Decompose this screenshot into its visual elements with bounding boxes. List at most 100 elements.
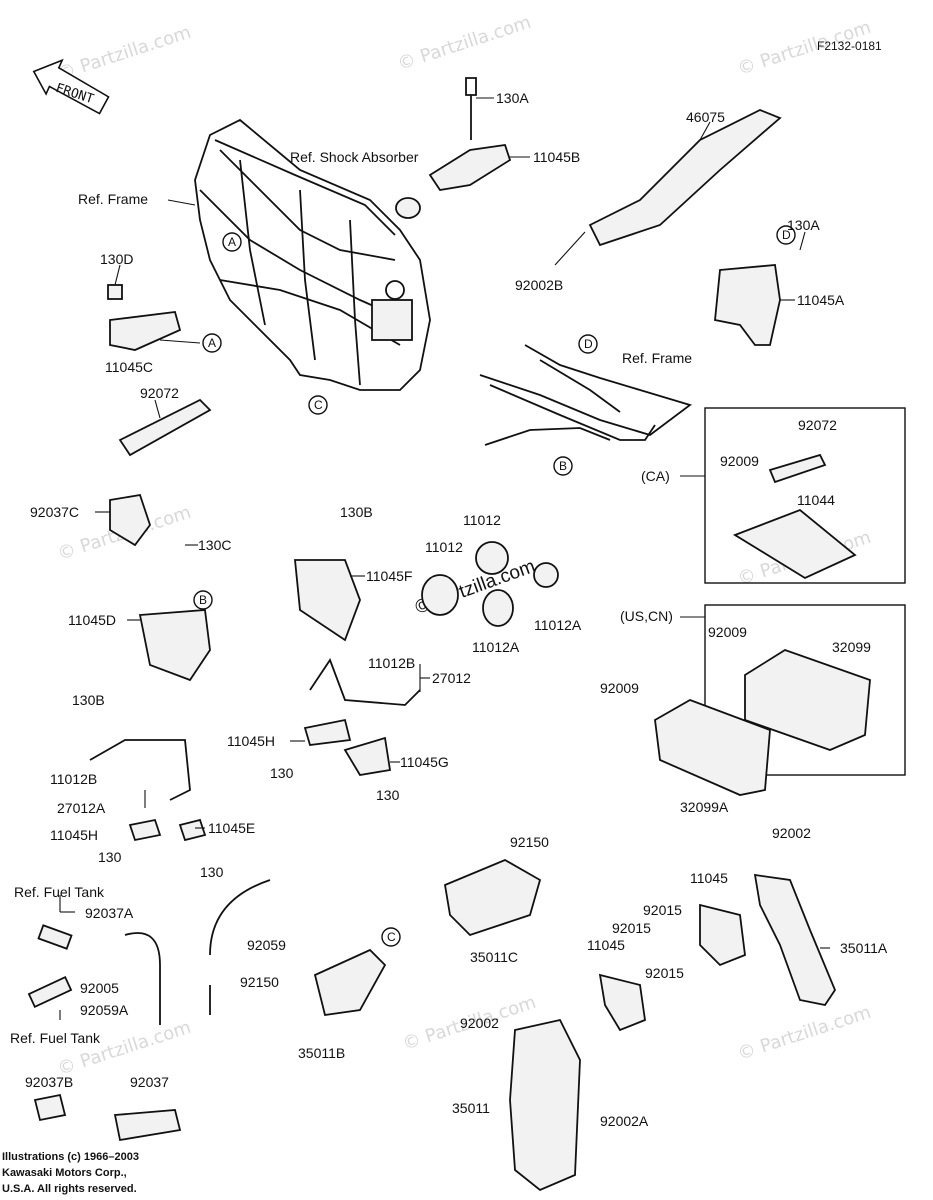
label-27012: 27012 xyxy=(432,670,471,686)
leader-lines xyxy=(59,97,830,1020)
ref-marker-d xyxy=(578,334,598,354)
part-11045a-bracket xyxy=(714,264,781,346)
label-92009-us: 92009 xyxy=(708,624,747,640)
label-92037: 92037 xyxy=(130,1074,169,1090)
label-11045h-mid: 11045H xyxy=(227,733,275,749)
ref-marker-c xyxy=(381,927,401,947)
ref-marker-a xyxy=(202,333,222,353)
label-11045-right: 11045 xyxy=(690,870,728,886)
credit-line-2: Kawasaki Motors Corp., xyxy=(2,1167,127,1179)
label-130a-right: 130A xyxy=(787,217,820,233)
label-group-ca: (CA) xyxy=(641,468,670,484)
ref-marker-b xyxy=(193,590,213,610)
ref-marker-a-label: A xyxy=(228,235,236,249)
label-130-mid-left: 130 xyxy=(270,765,294,781)
label-11012b-mid: 11012B xyxy=(368,655,415,671)
label-130b-top: 130B xyxy=(340,504,373,520)
rear-frame-illustration xyxy=(479,344,692,446)
label-ref-shock-absorber: Ref. Shock Absorber xyxy=(290,149,419,165)
label-27012a: 27012A xyxy=(57,800,106,816)
label-92009-ca: 92009 xyxy=(720,453,759,469)
label-92059a: 92059A xyxy=(80,1002,129,1018)
label-11045a: 11045A xyxy=(797,292,845,308)
label-130-left-a: 130 xyxy=(98,849,122,865)
part-11044 xyxy=(732,508,857,580)
label-11045b: 11045B xyxy=(533,149,580,165)
label-11045g: 11045G xyxy=(400,754,449,770)
center-parts xyxy=(294,541,559,776)
label-11012a-bottom: 11012A xyxy=(472,639,520,655)
label-92037a: 92037A xyxy=(85,905,134,921)
label-11045c: 11045C xyxy=(105,359,153,375)
label-group-us-cn: (US,CN) xyxy=(620,608,673,624)
credit-line-1: Illustrations (c) 1966–2003 xyxy=(2,1151,139,1163)
frame-illustration xyxy=(194,118,431,391)
us-cn-box xyxy=(704,604,906,776)
label-11045f: 11045F xyxy=(366,568,412,584)
label-92072-left: 92072 xyxy=(140,385,179,401)
label-130b-left: 130B xyxy=(72,692,105,708)
shock-mount-parts xyxy=(395,77,512,219)
ref-marker-c-label: C xyxy=(314,398,323,412)
label-92015-c: 92015 xyxy=(645,965,684,981)
label-130c: 130C xyxy=(198,537,231,553)
label-92002a: 92002A xyxy=(600,1113,649,1129)
label-130a-top: 130A xyxy=(496,90,529,106)
part-35011a xyxy=(753,873,837,1007)
label-35011a: 35011A xyxy=(840,940,888,956)
label-130-left-b: 130 xyxy=(200,864,224,880)
ref-marker-b xyxy=(553,456,573,476)
diagram-code: F2132-0181 xyxy=(817,39,882,53)
label-130d: 130D xyxy=(100,251,133,267)
label-11045d: 11045D xyxy=(68,612,116,628)
label-92059: 92059 xyxy=(247,937,286,953)
label-ref-frame-1: Ref. Frame xyxy=(78,191,148,207)
part-92072-ca xyxy=(768,453,827,484)
part-32099a xyxy=(654,699,771,796)
label-92015-a: 92015 xyxy=(643,902,682,918)
label-32099a: 32099A xyxy=(680,799,729,815)
label-35011b: 35011B xyxy=(298,1045,345,1061)
part-35011c xyxy=(443,858,542,937)
ref-marker-b-label: B xyxy=(559,459,567,473)
label-92150-bottom: 92150 xyxy=(240,974,279,990)
ref-marker-a xyxy=(222,232,242,252)
label-32099: 32099 xyxy=(832,639,871,655)
credit-line-3: U.S.A. All rights reserved. xyxy=(2,1183,137,1195)
label-92150-top: 92150 xyxy=(510,834,549,850)
label-ref-frame-2: Ref. Frame xyxy=(622,350,692,366)
part-labels: 130A 11045B Ref. Shock Absorber Ref. Fra… xyxy=(10,90,888,1129)
left-column-parts xyxy=(89,493,211,842)
ref-marker-b-label: B xyxy=(199,593,207,607)
watermark-text: © Partzilla.com xyxy=(55,1017,194,1080)
reference-markers: A A C D D B B C xyxy=(193,225,796,947)
fuel-hose-parts xyxy=(27,879,271,1025)
part-11045-mid-mount xyxy=(598,973,646,1032)
ref-marker-a-label: A xyxy=(208,336,216,350)
ca-box xyxy=(704,407,906,584)
ref-marker-d xyxy=(776,225,796,245)
label-35011: 35011 xyxy=(452,1100,490,1116)
label-130-mid-right: 130 xyxy=(376,787,400,803)
label-92015-b: 92015 xyxy=(612,920,651,936)
label-ref-fuel-tank-1: Ref. Fuel Tank xyxy=(14,884,105,900)
label-92002-right: 92002 xyxy=(772,825,811,841)
label-92037c: 92037C xyxy=(30,504,79,520)
label-11044: 11044 xyxy=(797,492,835,508)
watermark-text: © Partzilla.com xyxy=(55,22,194,85)
label-92037b: 92037B xyxy=(25,1074,73,1090)
ref-marker-c xyxy=(308,395,328,415)
part-46075-bracket xyxy=(588,109,782,247)
ref-marker-c-label: C xyxy=(387,930,396,944)
label-11012-left: 11012 xyxy=(425,539,463,555)
part-35011 xyxy=(509,1018,581,1192)
ref-marker-d-label: D xyxy=(584,337,593,351)
label-11012a-right: 11012A xyxy=(534,617,582,633)
label-11012b-left: 11012B xyxy=(50,771,97,787)
label-11045e: 11045E xyxy=(208,820,255,836)
label-ref-fuel-tank-2: Ref. Fuel Tank xyxy=(10,1030,101,1046)
label-92002b: 92002B xyxy=(515,277,563,293)
label-92072-ca: 92072 xyxy=(798,417,837,433)
